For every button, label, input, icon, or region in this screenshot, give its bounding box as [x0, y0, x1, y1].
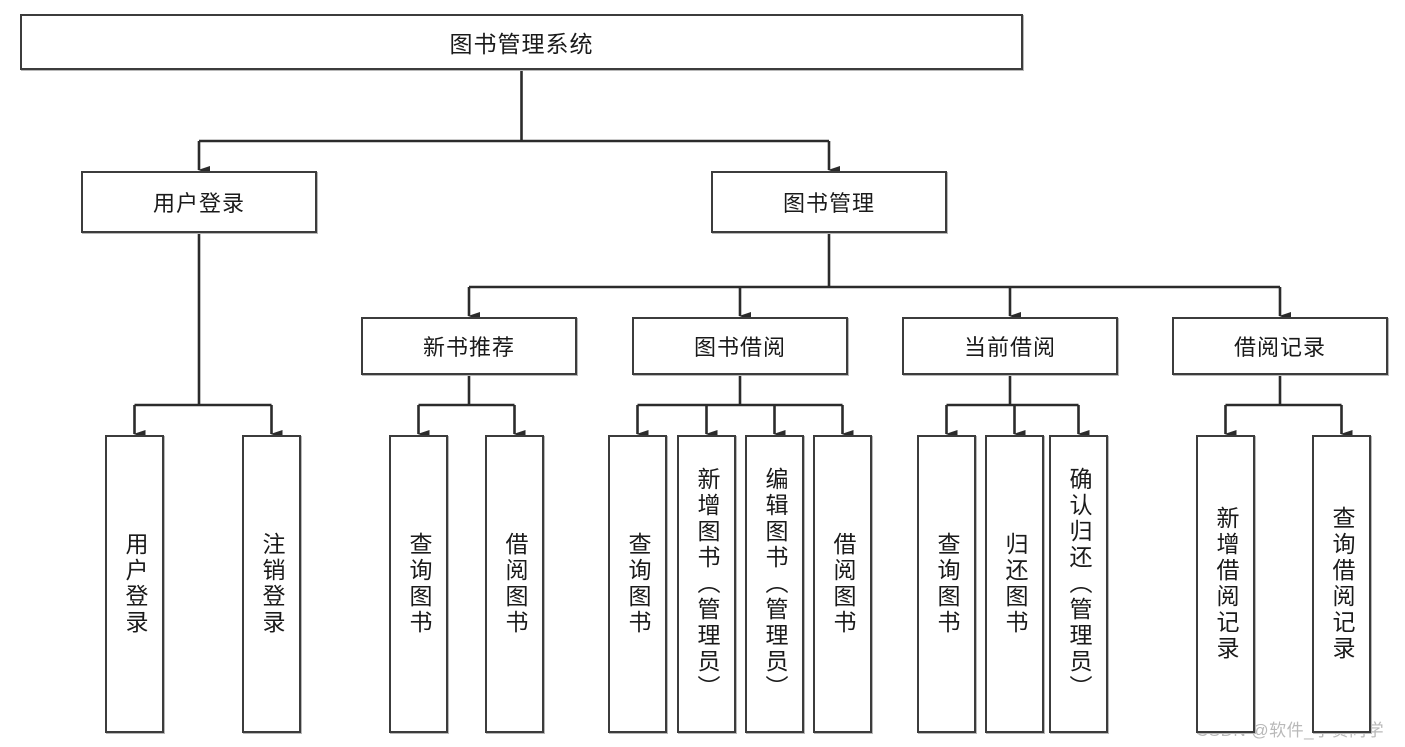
- node-leaf-edit-book[interactable]: 编辑图书（管理员）: [745, 435, 804, 733]
- node-leaf-add-record[interactable]: 新增借阅记录: [1196, 435, 1255, 733]
- node-label: 查询图书: [625, 532, 651, 636]
- node-leaf-query-book-3[interactable]: 查询图书: [917, 435, 976, 733]
- node-book-manage[interactable]: 图书管理: [711, 171, 947, 233]
- node-user-login[interactable]: 用户登录: [81, 171, 317, 233]
- node-label: 编辑图书（管理员）: [762, 467, 788, 701]
- node-book-borrow[interactable]: 图书借阅: [632, 317, 848, 375]
- node-leaf-user-login[interactable]: 用户登录: [105, 435, 164, 733]
- node-label: 借阅图书: [502, 532, 528, 636]
- node-root[interactable]: 图书管理系统: [20, 14, 1023, 70]
- node-label: 图书管理系统: [449, 31, 594, 57]
- node-label: 新增图书（管理员）: [694, 467, 720, 701]
- node-leaf-borrow-book-1[interactable]: 借阅图书: [485, 435, 544, 733]
- node-label: 图书借阅: [693, 335, 786, 360]
- node-label: 归还图书: [1002, 532, 1028, 636]
- node-leaf-confirm-return[interactable]: 确认归还（管理员）: [1049, 435, 1108, 733]
- node-label: 借阅记录: [1233, 335, 1326, 360]
- node-leaf-return-book[interactable]: 归还图书: [985, 435, 1044, 733]
- node-leaf-query-book-1[interactable]: 查询图书: [389, 435, 448, 733]
- node-label: 确认归还（管理员）: [1066, 467, 1092, 701]
- node-label: 查询借阅记录: [1329, 506, 1355, 662]
- node-current-borrow[interactable]: 当前借阅: [902, 317, 1118, 375]
- node-label: 新增借阅记录: [1213, 506, 1239, 662]
- node-leaf-borrow-book-2[interactable]: 借阅图书: [813, 435, 872, 733]
- node-label: 用户登录: [152, 191, 245, 216]
- node-label: 注销登录: [259, 532, 285, 636]
- node-label: 借阅图书: [830, 532, 856, 636]
- node-label: 当前借阅: [963, 335, 1056, 360]
- node-label: 新书推荐: [422, 335, 515, 360]
- node-leaf-query-book-2[interactable]: 查询图书: [608, 435, 667, 733]
- node-leaf-add-book[interactable]: 新增图书（管理员）: [677, 435, 736, 733]
- node-leaf-query-record[interactable]: 查询借阅记录: [1312, 435, 1371, 733]
- node-label: 图书管理: [782, 191, 875, 216]
- node-borrow-record[interactable]: 借阅记录: [1172, 317, 1388, 375]
- node-label: 查询图书: [934, 532, 960, 636]
- node-label: 用户登录: [122, 532, 148, 636]
- node-label: 查询图书: [406, 532, 432, 636]
- node-new-book-recommend[interactable]: 新书推荐: [361, 317, 577, 375]
- node-leaf-logout[interactable]: 注销登录: [242, 435, 301, 733]
